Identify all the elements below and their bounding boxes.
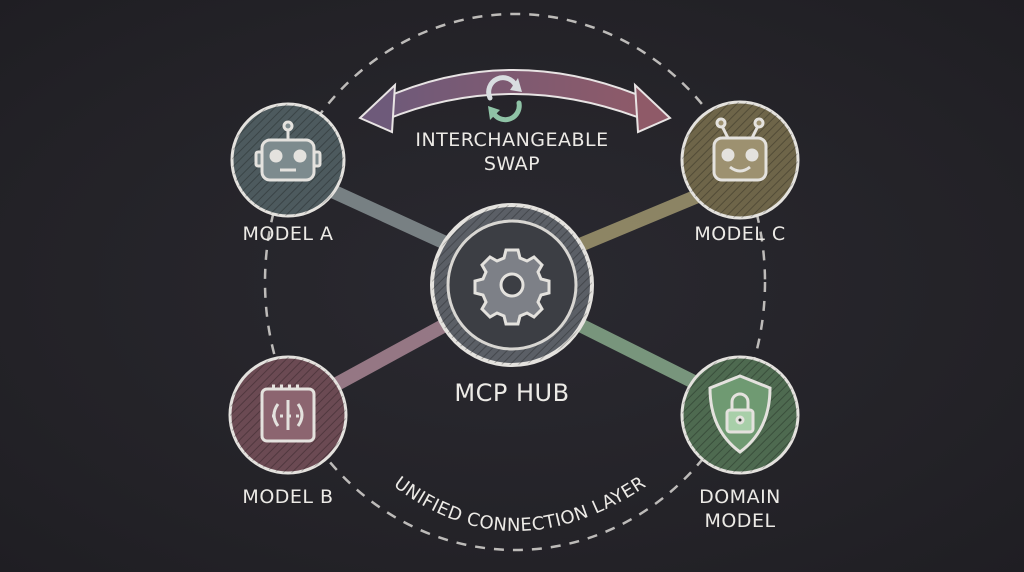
model-a-label: MODEL A bbox=[242, 223, 334, 245]
robot-icon bbox=[254, 120, 322, 182]
gear-icon bbox=[473, 248, 551, 326]
swap-arrow bbox=[358, 69, 672, 134]
model-c-label: MODEL C bbox=[694, 223, 786, 245]
brain-chip-icon bbox=[260, 384, 316, 443]
connector-domain-model bbox=[576, 318, 704, 392]
refresh-cycle-icon bbox=[486, 75, 522, 123]
robot-antenna-icon bbox=[712, 117, 768, 182]
domain-model-label: DOMAIN MODEL bbox=[699, 485, 781, 533]
node-domain-model[interactable] bbox=[680, 355, 800, 475]
node-model-a[interactable] bbox=[230, 102, 346, 218]
swap-label: INTERCHANGEABLE SWAP bbox=[415, 128, 608, 176]
domain-model-label-line1: DOMAIN bbox=[699, 486, 781, 508]
node-model-b[interactable] bbox=[228, 355, 348, 475]
unified-connection-layer-label: UNIFIED CONNECTION LAYER bbox=[390, 472, 650, 536]
dashed-orbit bbox=[263, 12, 767, 552]
connector-model-b bbox=[331, 318, 449, 392]
connector-model-c bbox=[577, 188, 703, 252]
connector-model-a bbox=[327, 183, 453, 252]
shield-lock-icon bbox=[708, 374, 772, 454]
domain-model-label-line2: MODEL bbox=[704, 510, 776, 532]
model-b-label: MODEL B bbox=[242, 486, 334, 508]
swap-label-line1: INTERCHANGEABLE bbox=[415, 129, 609, 151]
node-model-c[interactable] bbox=[680, 100, 800, 220]
mcp-hub-node[interactable] bbox=[430, 203, 594, 367]
swap-label-line2: SWAP bbox=[483, 153, 541, 175]
mcp-hub-label: MCP HUB bbox=[454, 379, 570, 407]
